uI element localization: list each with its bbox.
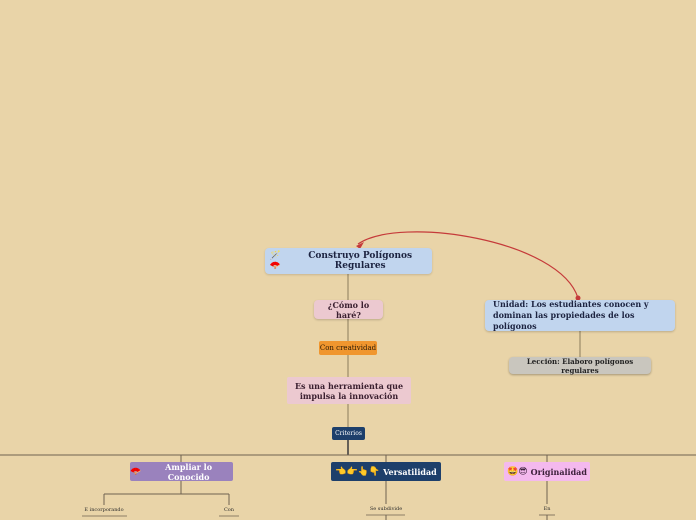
originalidad-label: Originalidad [530,466,587,477]
leccion-node[interactable]: Lección: Elaboro polígonos regulares [509,356,651,375]
central-topic-node[interactable]: 🪄🪭 Construyo Polígonos Regulares [265,248,432,274]
star-eyes-sunglasses-icon: 🤩😎 [507,466,528,477]
criterios-label: Criterios [335,430,362,437]
central-topic-label: Construyo Polígonos Regulares [308,251,413,271]
ampliar-node[interactable]: 🪭 Ampliar lo Conocido [130,461,233,482]
pointing-hands-icon: 👈👉👆👇 [335,466,381,477]
creatividad-label: Con creatividad [319,344,377,352]
leccion-label: Lección: Elaboro polígonos regulares [526,356,634,375]
criterios-node[interactable]: Criterios [332,427,365,440]
en-label: En [543,506,551,512]
como-lo-hare-node[interactable]: ¿Cómo lo haré? [314,299,383,320]
subdivide-label: Se subdivide [369,506,403,512]
unidad-node[interactable]: Unidad: Los estudiantes conocen y domina… [485,299,675,331]
unidad-label: Unidad: Los estudiantes conocen y domina… [493,299,649,331]
ampliar-label: Ampliar lo Conocido [165,461,213,482]
como-lo-hare-label: ¿Cómo lo haré? [327,299,370,320]
versatilidad-label: Versatilidad [383,466,437,477]
herramienta-node[interactable]: Es una herramienta que impulsa la innova… [287,377,411,404]
herramienta-label: Es una herramienta que impulsa la innova… [294,380,404,401]
wand-fan-icon: 🪄🪭 [269,251,281,271]
creatividad-node[interactable]: Con creatividad [319,341,377,355]
fan-icon: 🪭 [130,466,142,477]
incorporando-label: E incorporando [84,507,124,513]
relationship-curve[interactable] [357,231,579,299]
originalidad-node[interactable]: 🤩😎 Originalidad [504,462,590,481]
versatilidad-node[interactable]: 👈👉👆👇 Versatilidad [331,462,441,481]
con-label: Con [223,507,235,513]
